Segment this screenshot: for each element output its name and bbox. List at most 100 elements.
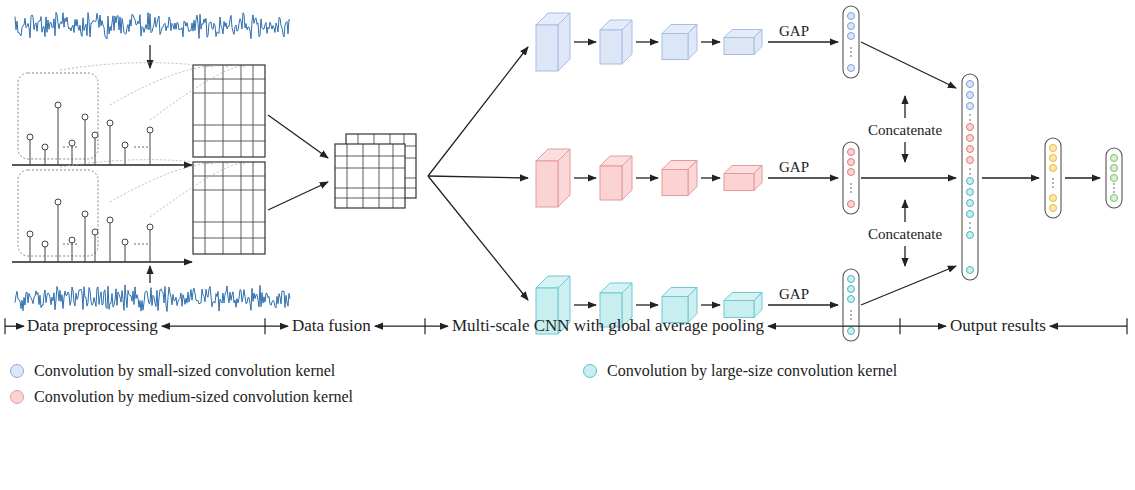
arrow bbox=[701, 304, 720, 305]
neuron bbox=[1111, 155, 1118, 162]
stem-dot bbox=[147, 127, 153, 133]
neuron bbox=[848, 65, 855, 72]
signal-waveform bbox=[15, 285, 290, 312]
ellipsis-dot bbox=[1113, 187, 1115, 189]
concat-label: Concatenate bbox=[868, 225, 942, 243]
ellipsis-dot bbox=[75, 243, 77, 245]
arrow bbox=[149, 45, 150, 68]
legend-swatch bbox=[10, 364, 24, 378]
cube-side bbox=[558, 149, 570, 207]
ellipsis-dot bbox=[142, 243, 144, 245]
neuron bbox=[848, 286, 855, 293]
stem-dot bbox=[69, 140, 75, 146]
neuron bbox=[1111, 175, 1118, 182]
ellipsis-dot bbox=[1052, 186, 1054, 188]
neuron bbox=[967, 146, 974, 153]
arrow bbox=[768, 326, 946, 327]
arrow bbox=[636, 177, 658, 178]
neuron bbox=[848, 159, 855, 166]
ellipsis-dot bbox=[969, 227, 971, 229]
arrow bbox=[636, 304, 658, 305]
arrow bbox=[636, 41, 658, 42]
neuron bbox=[967, 103, 974, 110]
stem bbox=[85, 214, 86, 262]
arrow bbox=[574, 41, 596, 42]
stage-label: Output results bbox=[950, 316, 1046, 336]
arrow bbox=[982, 177, 1039, 178]
legend-item: Convolution by small-sized convolution k… bbox=[10, 362, 335, 380]
cube-front bbox=[662, 34, 688, 60]
cube-side bbox=[622, 156, 632, 200]
arrow bbox=[904, 246, 905, 266]
ellipsis-dot bbox=[138, 243, 140, 245]
neuron bbox=[848, 33, 855, 40]
stem-dot bbox=[82, 114, 88, 120]
ellipsis-dot bbox=[63, 146, 65, 148]
feature-vector bbox=[843, 269, 859, 341]
fused-matrix bbox=[335, 144, 405, 208]
matrix bbox=[193, 162, 265, 254]
stem-dot bbox=[122, 142, 128, 148]
ellipsis-dot bbox=[67, 243, 69, 245]
neuron bbox=[1050, 145, 1057, 152]
ellipsis-dot bbox=[1052, 182, 1054, 184]
ellipsis-dot bbox=[146, 146, 148, 148]
cube-front bbox=[724, 38, 754, 55]
arrow bbox=[574, 177, 596, 178]
mapping-curve bbox=[150, 66, 245, 120]
stem-dot bbox=[92, 132, 98, 138]
ellipsis-dot bbox=[134, 243, 136, 245]
feature-vector bbox=[843, 6, 859, 78]
stem-dot bbox=[122, 239, 128, 245]
neuron bbox=[848, 169, 855, 176]
stem bbox=[95, 135, 96, 165]
legend-text: Convolution by large-size convolution ke… bbox=[607, 362, 897, 380]
arrow bbox=[1065, 177, 1100, 178]
arrow bbox=[904, 96, 905, 118]
matrix-line bbox=[193, 238, 265, 239]
neuron bbox=[967, 178, 974, 185]
stem-dot bbox=[69, 237, 75, 243]
stem-dot bbox=[147, 224, 153, 230]
neuron bbox=[1050, 155, 1057, 162]
feature-vector bbox=[1106, 148, 1122, 208]
arrow bbox=[861, 266, 956, 305]
cube-front bbox=[536, 25, 558, 71]
cube-front bbox=[536, 161, 558, 207]
cube-front bbox=[662, 170, 688, 196]
stem bbox=[110, 220, 111, 262]
ellipsis-dot bbox=[71, 243, 73, 245]
mapping-curve bbox=[60, 63, 213, 70]
arrow bbox=[861, 177, 956, 178]
ellipsis-dot bbox=[850, 47, 852, 49]
neuron bbox=[967, 135, 974, 142]
ellipsis-dot bbox=[63, 243, 65, 245]
matrix-line bbox=[193, 93, 265, 94]
arrow bbox=[428, 176, 528, 300]
neuron bbox=[967, 200, 974, 207]
arrow bbox=[768, 41, 838, 42]
ellipsis-dot bbox=[969, 119, 971, 121]
ellipsis-dot bbox=[67, 146, 69, 148]
neuron bbox=[967, 232, 974, 239]
ellipsis-dot bbox=[850, 187, 852, 189]
neuron bbox=[967, 189, 974, 196]
ellipsis-dot bbox=[71, 146, 73, 148]
matrix-line bbox=[193, 176, 265, 177]
arrow bbox=[268, 182, 328, 210]
ellipsis-dot bbox=[969, 173, 971, 175]
ellipsis-dot bbox=[1052, 178, 1054, 180]
cube-front bbox=[600, 166, 622, 200]
stem bbox=[58, 105, 59, 165]
arrow bbox=[701, 41, 720, 42]
arrow bbox=[149, 266, 150, 283]
matrix bbox=[193, 65, 265, 157]
neuron bbox=[967, 92, 974, 99]
matrix-line bbox=[335, 156, 405, 157]
stem bbox=[30, 234, 31, 262]
arrow bbox=[428, 176, 528, 178]
cube-side bbox=[558, 13, 570, 71]
legend-text: Convolution by small-sized convolution k… bbox=[34, 362, 335, 380]
neuron bbox=[848, 23, 855, 30]
